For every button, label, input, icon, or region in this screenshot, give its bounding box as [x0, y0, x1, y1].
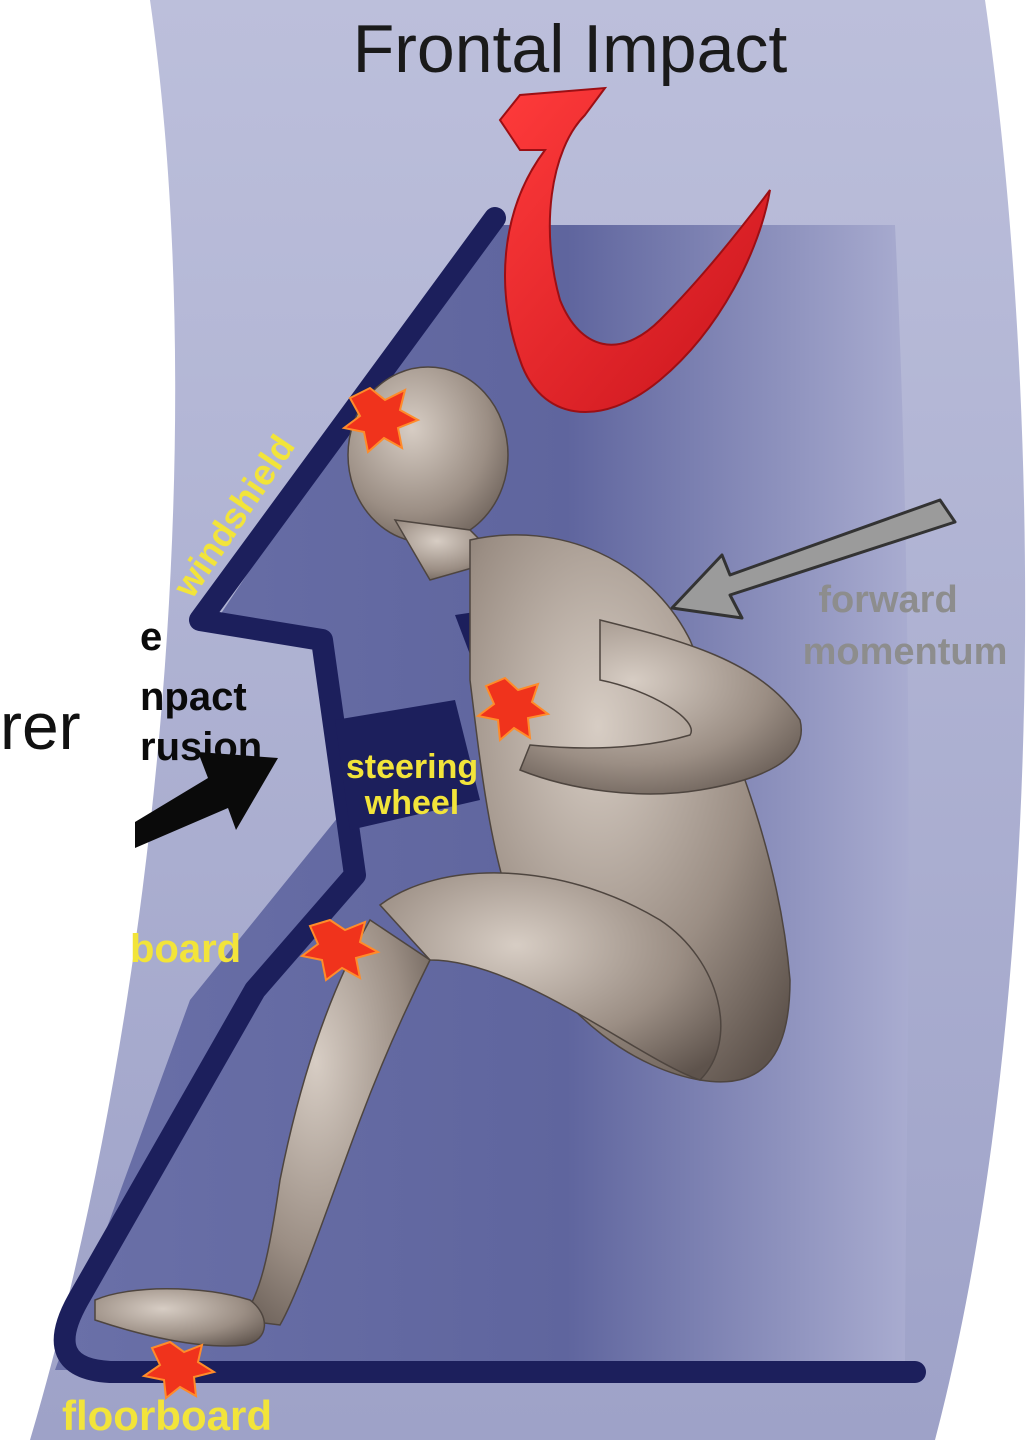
diagram-title: Frontal Impact — [353, 11, 788, 87]
momentum-label-line2: momentum — [803, 631, 1008, 673]
momentum-label-line1: forward — [818, 579, 957, 621]
intrusion-label-line2: npact — [140, 675, 247, 719]
floorboard-label: floorboard — [62, 1392, 272, 1439]
intrusion-label-line1: e — [140, 615, 162, 659]
dashboard-label: board — [130, 927, 241, 971]
intrusion-label-line3: rusion — [140, 725, 262, 769]
steering-label-line1: steering — [346, 748, 478, 786]
steering-label-line2: wheel — [364, 784, 459, 822]
